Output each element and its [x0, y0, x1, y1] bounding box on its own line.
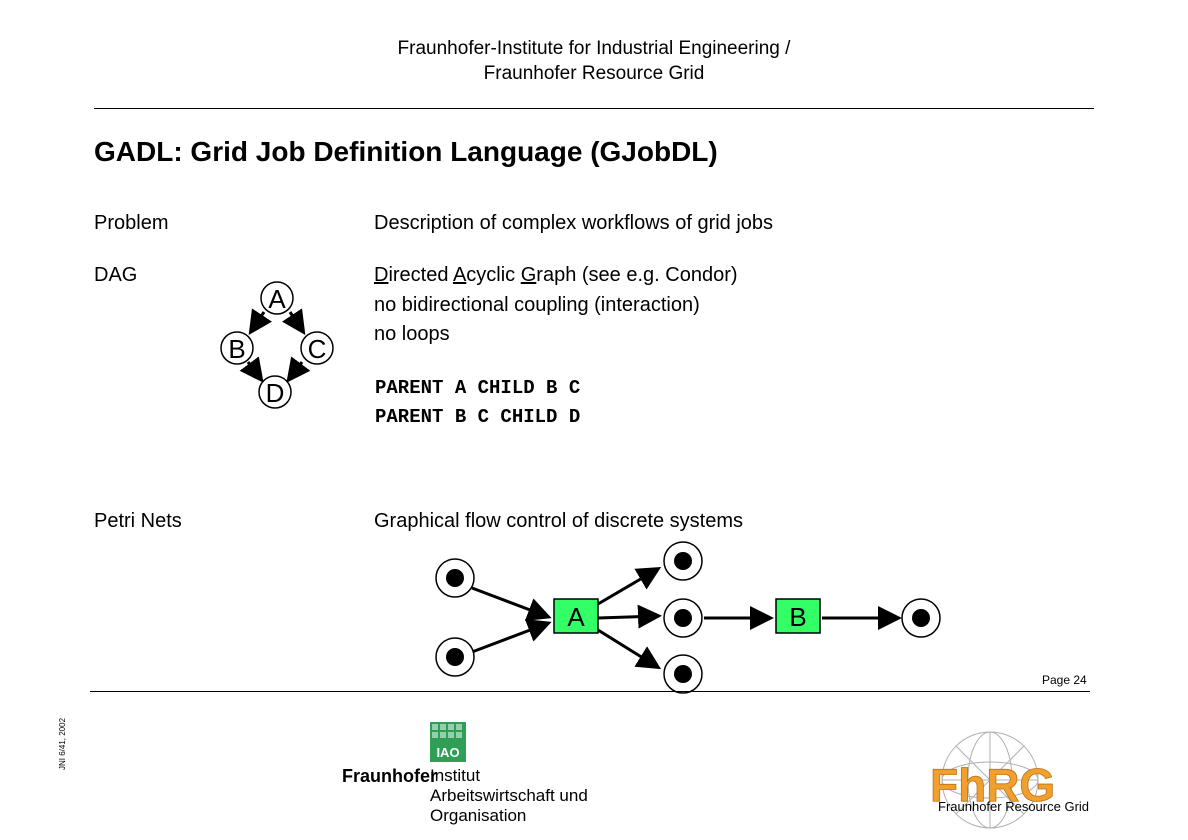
svg-text:B: B: [228, 334, 245, 364]
dag-node-d: D: [258, 375, 292, 409]
dag-node-c: C: [300, 331, 334, 365]
arc-p1-a: [471, 586, 552, 621]
arc-a-p5: [597, 628, 662, 670]
iao-logo-mark: IAO: [430, 722, 466, 762]
header-line-2: Fraunhofer Resource Grid: [483, 63, 705, 84]
petri-text: Graphical flow control of discrete syste…: [374, 510, 744, 532]
svg-text:B: B: [789, 602, 806, 632]
dag-code-line-1: PARENT A CHILD B C: [375, 377, 581, 399]
dag-edge-b-d: [239, 356, 264, 383]
dag-diagram: A B C D: [220, 281, 334, 409]
transition-a: A: [553, 598, 599, 634]
place-output-1: [663, 541, 703, 581]
place-input-2: [435, 637, 475, 677]
dag-node-a: A: [260, 281, 294, 315]
dag-line-2: no bidirectional coupling (interaction): [374, 294, 700, 316]
header-line-1: Fraunhofer-Institute for Industrial Engi…: [397, 38, 791, 59]
problem-label: Problem: [94, 212, 169, 234]
arc-a-p4: [597, 604, 662, 629]
place-output-2: [663, 598, 703, 638]
arc-p2-a: [471, 619, 552, 654]
arc-a-p3: [597, 566, 662, 606]
dag-edge-a-b: [248, 308, 272, 335]
svg-text:C: C: [308, 334, 327, 364]
petri-net-diagram: A B: [435, 541, 941, 694]
dag-edge-c-d: [286, 356, 311, 383]
dag-edge-a-c: [282, 308, 306, 335]
vertical-date-text: JNI 6/41, 2002: [58, 717, 67, 770]
svg-text:A: A: [268, 284, 286, 314]
petri-label: Petri Nets: [94, 510, 182, 532]
place-final: [901, 598, 941, 638]
frg-logo: FhRG Fraunhofer Resource Grid: [930, 731, 1089, 829]
globe-icon: [941, 731, 1039, 829]
slide-title: GADL: Grid Job Definition Language (GJob…: [94, 136, 718, 167]
place-output-3: [663, 654, 703, 694]
fraunhofer-wordmark: Fraunhofer: [342, 766, 438, 786]
institut-name: Institut Arbeitswirtschaft und Organisat…: [430, 766, 588, 825]
svg-text:Fraunhofer Resource Grid: Fraunhofer Resource Grid: [938, 799, 1089, 814]
problem-text: Description of complex workflows of grid…: [374, 212, 774, 234]
dag-node-b: B: [220, 331, 254, 365]
place-input-1: [435, 558, 475, 598]
svg-text:A: A: [567, 602, 585, 632]
svg-text:D: D: [266, 378, 285, 408]
footer-rule: [90, 691, 1090, 692]
dag-line-3: no loops: [374, 323, 450, 345]
svg-text:FhRG: FhRG: [930, 759, 1055, 811]
dag-code-line-2: PARENT B C CHILD D: [375, 406, 581, 428]
dag-definition: Directed Acyclic Graph (see e.g. Condor): [374, 264, 738, 286]
transition-b: B: [775, 598, 821, 634]
svg-text:IAO: IAO: [436, 745, 459, 760]
page-number: Page 24: [1042, 673, 1087, 687]
dag-label: DAG: [94, 264, 138, 286]
header-rule: [94, 108, 1094, 109]
